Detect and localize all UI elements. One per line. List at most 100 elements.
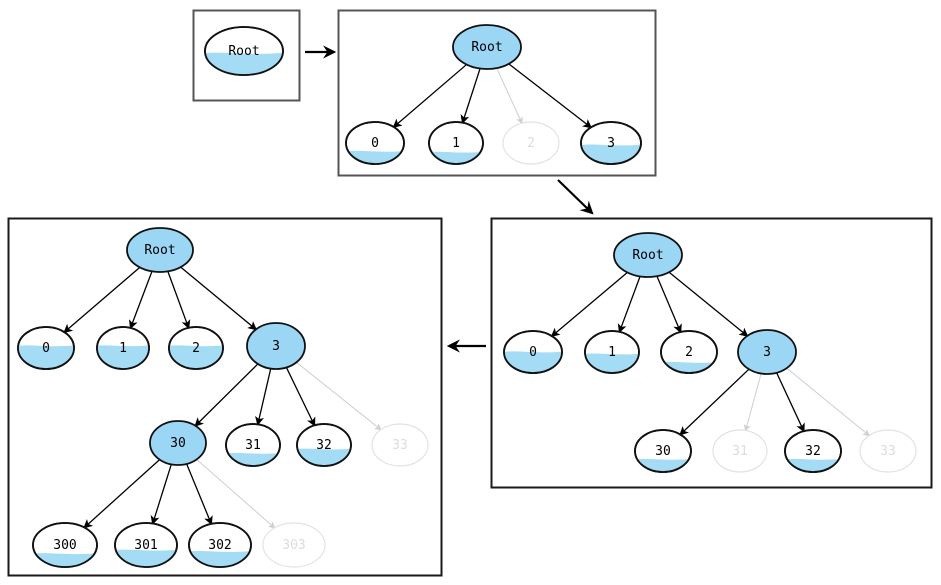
node-ellipse [613,232,683,278]
node-label: 0 [371,136,379,151]
tree-edge-3-to-33 [786,367,870,437]
flow-arrows-layer [305,45,594,353]
tree-nodes: Root 0 1 2 3 30 31 32 33 300 301 302 303 [16,227,429,570]
node-outline-overlay [188,522,252,568]
tree-edge-3-to-31 [255,368,272,426]
tree-node-root[interactable]: Root [203,26,285,78]
node-outline-overlay [32,522,98,568]
tree-edge-30-to-302 [186,463,213,526]
node-ellipse [246,322,306,370]
node-label: 32 [805,444,821,459]
node-label: 302 [208,538,231,553]
node-label: 303 [282,538,305,553]
stage-1-root-only: Root [192,9,301,102]
node-outline-overlay [225,423,281,467]
tree-node-33[interactable]: 33 [371,423,429,467]
node-label: 1 [608,345,616,360]
node-outline-overlay [784,429,842,473]
tree-node-3[interactable]: 3 [246,322,306,370]
node-label: 0 [42,341,50,356]
node-outline-overlay [584,330,640,374]
node-outline-overlay [428,121,484,165]
node-label: 31 [732,444,748,459]
tree-node-3[interactable]: 3 [737,329,797,375]
tree-edge-3-to-32 [285,367,316,427]
node-label: 3 [763,345,771,360]
tree-edge-3-to-31 [743,373,762,432]
node-ellipse [502,121,560,165]
node-label: 3 [272,339,280,354]
tree-node-30[interactable]: 30 [633,429,693,475]
stage-2-root-with-four-children: Root 0 1 2 3 [337,9,657,177]
tree-node-0[interactable]: 0 [16,326,76,372]
tree-node-root[interactable]: Root [452,24,522,70]
tree-nodes: Root [203,26,285,78]
tree-node-root[interactable]: Root [613,232,683,278]
tree-node-2[interactable]: 2 [167,326,225,372]
node-label: 33 [880,444,896,459]
node-label: 300 [53,538,76,553]
tree-edge-root-to-0 [63,266,141,334]
node-ellipse [262,522,326,568]
node-outline-overlay [503,330,563,374]
tree-edges [550,271,870,437]
tree-edge-root-to-2 [496,67,523,125]
tree-node-31[interactable]: 31 [712,429,768,473]
tree-node-2[interactable]: 2 [502,121,560,165]
tree-node-33[interactable]: 33 [859,429,917,473]
tree-node-0[interactable]: 0 [502,330,564,376]
tree-edge-3-to-30 [679,368,750,436]
tree-edge-root-to-1 [460,68,481,125]
stage-4-expanded-node-thirty: Root 0 1 2 3 30 31 32 33 300 301 302 303 [7,217,443,577]
tree-edges [392,63,593,129]
tree-edges [63,266,382,529]
tree-edge-root-to-3 [668,271,749,337]
tree-node-1[interactable]: 1 [95,326,151,372]
node-ellipse [371,423,429,467]
node-ellipse [149,420,207,466]
node-label: 30 [655,444,671,459]
tree-node-1[interactable]: 1 [583,330,641,376]
node-label: 32 [316,438,332,453]
node-label: 2 [685,345,693,360]
tree-node-root[interactable]: Root [126,227,194,273]
node-outline-overlay [204,26,284,76]
node-outline-overlay [634,429,692,473]
node-outline-overlay [168,326,224,370]
tree-edge-3-to-33 [296,361,382,431]
tree-edge-30-to-301 [150,464,172,525]
node-label: 2 [527,136,535,151]
node-ellipse [737,329,797,375]
node-label: 0 [529,345,537,360]
node-outline-overlay [96,326,150,370]
tree-edge-3-to-30 [194,363,259,427]
tree-edge-3-to-32 [776,372,805,433]
node-outline-overlay [114,522,178,568]
tree-edge-root-to-0 [392,64,467,128]
tree-edge-root-to-3 [508,63,593,129]
tree-node-30[interactable]: 30 [149,420,207,466]
node-label: Root [228,44,259,59]
tree-nodes: Root 0 1 2 3 30 31 32 33 [502,232,917,475]
arrow-panel2-to-panel3 [557,179,594,215]
node-label: 1 [119,341,127,356]
stage-3-expanded-node-three: Root 0 1 2 3 30 31 32 33 [490,217,933,489]
tree-edge-root-to-2 [167,271,191,330]
node-label: 3 [607,136,615,151]
node-ellipse [859,429,917,473]
tree-edge-root-to-0 [550,271,628,338]
node-label: 2 [192,341,200,356]
node-label: 30 [170,436,186,451]
node-ellipse [452,24,522,70]
node-label: 1 [452,136,460,151]
node-outline-overlay [345,121,405,165]
node-outline-overlay [660,330,718,374]
tree-node-31[interactable]: 31 [224,423,282,469]
tree-node-303[interactable]: 303 [262,522,326,568]
tree-node-3[interactable]: 3 [579,121,643,167]
node-label: Root [632,248,663,263]
tree-node-301[interactable]: 301 [113,522,179,570]
tree-edge-root-to-3 [180,266,258,331]
